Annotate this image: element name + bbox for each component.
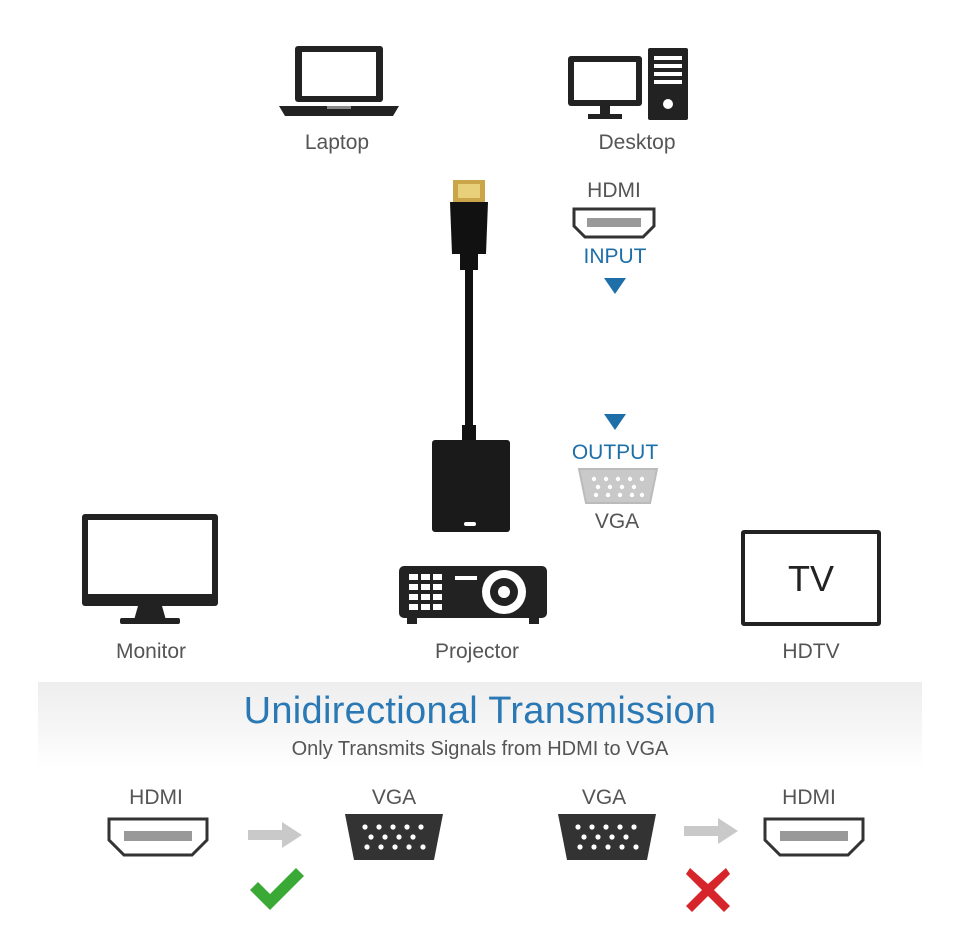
vga-port-icon — [558, 814, 656, 860]
desktop-label: Desktop — [598, 131, 676, 154]
hdmi-port-icon — [572, 207, 656, 239]
tv-screen-text: TV — [787, 558, 834, 599]
projector-icon — [399, 566, 547, 624]
transmission-title: Unidirectional Transmission — [243, 690, 717, 732]
ok-from-label: HDMI — [129, 786, 183, 809]
check-icon — [250, 868, 304, 910]
laptop-icon — [279, 46, 399, 116]
hdmi-port-icon — [763, 817, 865, 857]
monitor-label: Monitor — [115, 640, 187, 663]
cross-icon — [686, 868, 730, 912]
adapter-input-label: INPUT — [583, 245, 647, 268]
right-arrow-icon — [684, 818, 738, 844]
down-arrow-icon — [604, 278, 626, 294]
vga-port-icon — [577, 468, 659, 504]
hdmi-to-vga-adapter — [432, 180, 510, 532]
ok-to-label: VGA — [371, 786, 417, 809]
adapter-output-port-label: VGA — [594, 510, 640, 533]
projector-label: Projector — [434, 640, 520, 663]
desktop-icon — [568, 48, 688, 120]
adapter-input-port-label: HDMI — [587, 179, 641, 202]
hdtv-icon: TV — [741, 530, 881, 626]
adapter-output-label: OUTPUT — [571, 441, 659, 464]
transmission-subtitle: Only Transmits Signals from HDMI to VGA — [291, 738, 669, 760]
monitor-icon — [82, 514, 218, 624]
hdmi-port-icon — [107, 817, 209, 857]
transmission-banner — [38, 682, 922, 768]
bad-to-label: HDMI — [782, 786, 836, 809]
hdtv-label: HDTV — [782, 640, 840, 663]
vga-port-icon — [345, 814, 443, 860]
laptop-label: Laptop — [304, 131, 370, 154]
right-arrow-icon — [248, 822, 302, 848]
down-arrow-icon — [604, 414, 626, 430]
bad-from-label: VGA — [581, 786, 627, 809]
